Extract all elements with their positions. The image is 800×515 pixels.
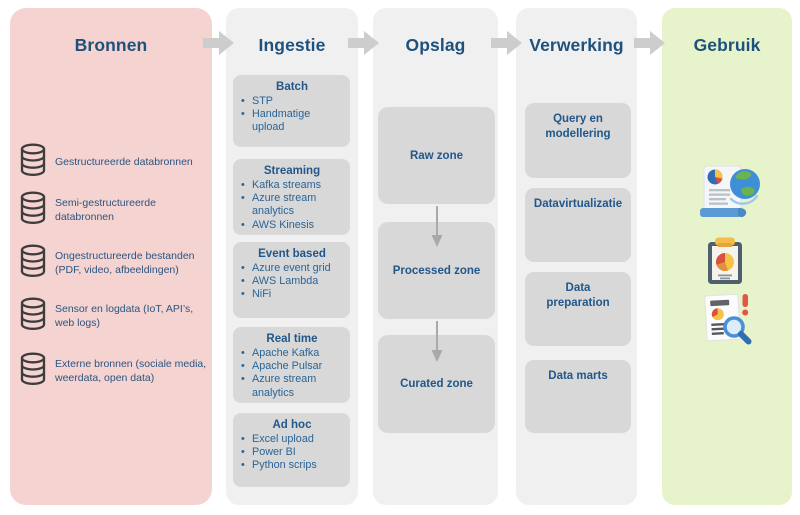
card-item: Azure stream analytics [240, 192, 344, 218]
card-header: Real time [266, 333, 318, 345]
arrow-down-icon [429, 206, 445, 253]
database-icon [18, 352, 48, 391]
card-item: Apache Kafka [240, 347, 344, 360]
arrow-right-icon [348, 28, 380, 58]
ingest-card-event-based: Event based Azure event grid AWS Lambda … [233, 242, 350, 318]
box-label: Data marts [548, 370, 608, 382]
box-label: Datavirtualizatie [533, 198, 623, 210]
zone-label: Raw zone [409, 149, 464, 162]
column-verwerking: Verwerking Query en modellering Datavirt… [516, 8, 637, 505]
database-icon [18, 143, 48, 182]
arrow-down-icon [429, 321, 445, 368]
card-header: Event based [258, 248, 326, 260]
source-item: Semi-gestructureerde databronnen [18, 191, 214, 230]
source-label: Ongestructureerde bestanden (PDF, video,… [55, 250, 195, 276]
card-item: Kafka streams [240, 179, 344, 192]
card-item: Azure event grid [240, 262, 344, 275]
card-header: Streaming [263, 165, 321, 177]
card-item: Power BI [240, 446, 344, 459]
card-item: Excel upload [240, 433, 344, 446]
source-label: Externe bronnen (sociale media, weerdata… [55, 358, 207, 384]
box-label: Query en modellering [545, 113, 611, 140]
source-item: Gestructureerde databronnen [18, 143, 214, 182]
zone-label: Curated zone [400, 378, 473, 390]
ingest-card-real-time: Real time Apache Kafka Apache Pulsar Azu… [233, 327, 350, 403]
source-item: Externe bronnen (sociale media, weerdata… [18, 352, 214, 391]
column-title-gebruik: Gebruik [693, 35, 761, 55]
zone-label: Processed zone [392, 264, 481, 277]
zone-raw: Raw zone [378, 107, 495, 204]
processing-box-query: Query en modellering [525, 103, 631, 178]
card-item: STP [240, 95, 344, 108]
report-globe-icon [698, 164, 764, 229]
arrow-right-icon [491, 28, 523, 58]
card-item: NiFi [240, 288, 344, 301]
processing-box-data-preparation: Data preparation [525, 272, 631, 346]
ingest-card-streaming: Streaming Kafka streams Azure stream ana… [233, 159, 350, 235]
arrow-right-icon [203, 28, 235, 58]
card-item: AWS Kinesis [240, 219, 344, 232]
card-item: Azure stream analytics [240, 373, 344, 399]
column-title-verwerking: Verwerking [529, 35, 624, 55]
source-label: Gestructureerde databronnen [55, 155, 193, 168]
column-title-bronnen: Bronnen [74, 35, 148, 55]
processing-box-data-marts: Data marts [525, 360, 631, 433]
column-opslag: Opslag Raw zone Processed zone Curated z… [373, 8, 498, 505]
column-title-ingestie: Ingestie [258, 35, 326, 55]
source-item: Ongestructureerde bestanden (PDF, video,… [18, 244, 214, 283]
column-ingestie: Ingestie Batch STP Handmatige upload Str… [226, 8, 358, 505]
database-icon [18, 191, 48, 230]
clipboard-chart-icon [705, 236, 745, 291]
processing-box-datavirtualization: Datavirtualizatie [525, 188, 631, 262]
ingest-card-batch: Batch STP Handmatige upload [233, 75, 350, 147]
source-item: Sensor en logdata (IoT, API’s, web logs) [18, 297, 214, 336]
card-item: AWS Lambda [240, 275, 344, 288]
column-title-opslag: Opslag [405, 35, 466, 55]
column-bronnen: Bronnen Gestructureerde databronnen Semi… [10, 8, 212, 505]
arrow-right-icon [634, 28, 666, 58]
card-header: Ad hoc [272, 419, 312, 431]
box-label: Data preparation [546, 282, 610, 309]
database-icon [18, 297, 48, 336]
document-search-icon [699, 292, 755, 351]
card-item: Handmatige upload [240, 108, 344, 134]
card-item: Python scrips [240, 459, 344, 472]
ingest-card-ad-hoc: Ad hoc Excel upload Power BI Python scri… [233, 413, 350, 487]
database-icon [18, 244, 48, 283]
column-gebruik: Gebruik [662, 8, 792, 505]
card-header: Batch [276, 81, 308, 93]
card-item: Apache Pulsar [240, 360, 344, 373]
source-label: Semi-gestructureerde databronnen [55, 197, 156, 223]
source-label: Sensor en logdata (IoT, API’s, web logs) [55, 303, 194, 329]
